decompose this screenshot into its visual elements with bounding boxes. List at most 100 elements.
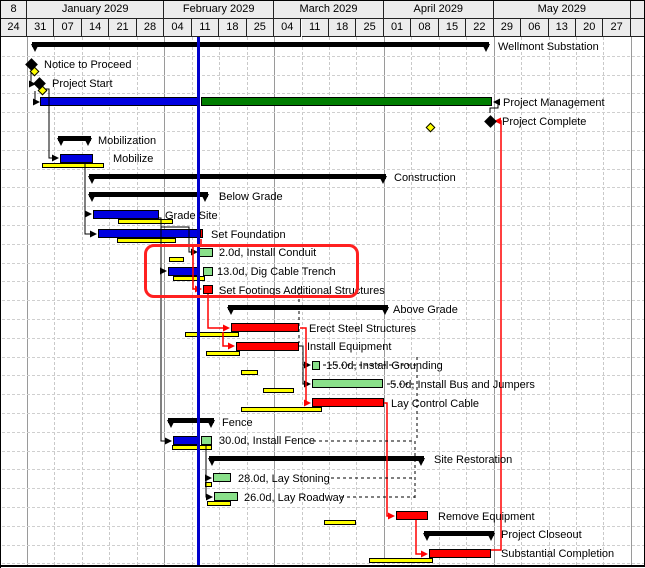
critical-link-1 (207, 294, 228, 329)
week-cell-9: 25 (246, 19, 275, 37)
summary-bar-mobilization[interactable] (57, 136, 92, 146)
week-cell-11: 11 (301, 19, 329, 37)
row-gridline (2, 149, 645, 152)
task-label-set-foundation: Set Foundation (211, 228, 286, 241)
task-bar-grade-site-seg0[interactable] (93, 210, 159, 220)
row-gridline (2, 356, 645, 359)
summary-end-triangle (84, 138, 92, 146)
task-label-wellmont-substation: Wellmont Substation (498, 40, 599, 53)
task-label-remove-equipment: Remove Equipment (438, 510, 535, 523)
task-label-15-0d-install-grounding: 15.0d, Install Grounding (326, 360, 443, 373)
summary-end-triangle (417, 457, 425, 466)
summary-bar-site-restoration[interactable] (208, 455, 425, 466)
task-label-construction: Construction (394, 172, 456, 185)
task-bar-5-0d-install-bus-and-jumpers-seg0[interactable] (312, 379, 383, 389)
task-bar-13-0d-dig-cable-trench-seg1[interactable] (203, 266, 213, 276)
link-arrowhead (494, 117, 501, 125)
row-gridline (2, 168, 645, 171)
task-label-mobilization: Mobilization (98, 134, 157, 147)
task-bar-30-0d-install-fence-seg1[interactable] (201, 435, 212, 445)
task-label-project-complete: Project Complete (502, 115, 587, 128)
row-gridline (2, 74, 645, 77)
link-arrowhead (29, 80, 36, 88)
link-arrowhead (85, 210, 92, 218)
task-bar-lay-control-cable-seg0[interactable] (312, 398, 384, 408)
task-bar-project-management-seg1[interactable] (201, 97, 492, 107)
task-label-set-footings-additional-structures: Set Footings Additional Structures (219, 284, 385, 297)
task-label-grade-site: Grade Site (165, 209, 218, 222)
row-gridline (2, 225, 645, 227)
baseline-bar-15-0d-install-grounding (241, 369, 258, 375)
row-gridline (2, 525, 645, 528)
month-cell-0: 8 (1, 1, 27, 19)
task-bar-15-0d-install-grounding-seg0[interactable] (312, 360, 320, 370)
summary-end-triangle (381, 307, 389, 316)
baseline-bar-set-foundation (117, 238, 176, 243)
summary-bar-wellmont-substation[interactable] (31, 42, 490, 52)
task-label-13-0d-dig-cable-trench: 13.0d, Dig Cable Trench (217, 266, 336, 279)
summary-start-triangle (167, 420, 175, 428)
week-cell-19: 06 (521, 19, 549, 37)
status-date-line (197, 37, 200, 566)
row-gridline (2, 488, 645, 490)
summary-bar-fence[interactable] (167, 418, 215, 428)
link-arrowhead (223, 324, 230, 332)
task-bar-install-equipment-seg0[interactable] (236, 341, 299, 351)
link-arrowhead (493, 98, 500, 106)
week-cell-14: 01 (383, 19, 412, 37)
summary-bar-below-grade[interactable] (88, 192, 209, 203)
baseline-bar-13-0d-dig-cable-trench (173, 275, 205, 281)
link-arrowhead (304, 399, 311, 407)
row-gridline (2, 394, 645, 396)
row-gridline (2, 112, 645, 114)
task-bar-26-0d-lay-roadway-seg0[interactable] (214, 492, 238, 502)
month-cell-3: March 2029 (274, 1, 384, 19)
task-label-lay-control-cable: Lay Control Cable (391, 397, 480, 410)
row-gridline (2, 469, 645, 471)
baseline-bar-30-0d-install-fence (172, 444, 212, 450)
task-label-above-grade: Above Grade (393, 303, 458, 316)
row-gridline (2, 93, 645, 95)
summary-start-triangle (88, 194, 96, 203)
row-gridline (2, 262, 645, 265)
month-cell-5: May 2029 (493, 1, 631, 19)
task-label-install-equipment: Install Equipment (307, 341, 392, 354)
summary-bar-above-grade[interactable] (227, 305, 389, 316)
baseline-bar-erect-steel-structures (185, 332, 239, 337)
summary-bar-project-closeout[interactable] (423, 530, 495, 541)
critical-link-6 (491, 120, 502, 551)
week-cell-21: 20 (576, 19, 604, 37)
row-gridline (2, 206, 645, 208)
task-label-28-0d-lay-stoning: 28.0d, Lay Stoning (238, 472, 330, 485)
row-gridline (2, 319, 645, 321)
critical-link-5 (415, 520, 426, 555)
task-label-2-0d-install-conduit: 2.0d, Install Conduit (219, 247, 317, 260)
task-bar-erect-steel-structures-seg0[interactable] (231, 323, 299, 332)
month-cell-2: February 2029 (164, 1, 275, 19)
summary-bar-construction[interactable] (88, 173, 387, 184)
summary-start-triangle (57, 138, 65, 146)
summary-end-triangle (482, 44, 490, 52)
baseline-bar-mobilize (42, 162, 104, 168)
row-gridline (2, 563, 645, 565)
task-bar-28-0d-lay-stoning-seg0[interactable] (213, 473, 231, 483)
task-label-substantial-completion: Substantial Completion (501, 548, 615, 561)
critical-link-4 (384, 402, 393, 517)
task-label-project-start: Project Start (52, 78, 113, 91)
task-bar-mobilize-seg0[interactable] (60, 153, 93, 163)
task-bar-set-footings-additional-structures-seg0[interactable] (203, 285, 213, 295)
week-cell-2: 07 (54, 19, 82, 37)
task-label-5-0d-install-bus-and-jumpers: 5.0d, Install Bus and Jumpers (390, 378, 535, 391)
row-gridline (2, 450, 645, 453)
week-cell-12: 18 (328, 19, 357, 37)
task-bar-set-foundation-seg1[interactable] (200, 229, 203, 238)
baseline-bar-26-0d-lay-roadway (207, 501, 231, 507)
task-bar-remove-equipment-seg0[interactable] (396, 511, 428, 520)
week-cell-17: 22 (466, 19, 494, 37)
week-cell-1: 31 (27, 19, 55, 37)
task-label-project-closeout: Project Closeout (501, 529, 582, 542)
week-cell-3: 14 (81, 19, 110, 37)
link-arrowhead (52, 154, 59, 162)
task-bar-substantial-completion-seg0[interactable] (429, 548, 491, 558)
row-gridline (2, 300, 645, 302)
